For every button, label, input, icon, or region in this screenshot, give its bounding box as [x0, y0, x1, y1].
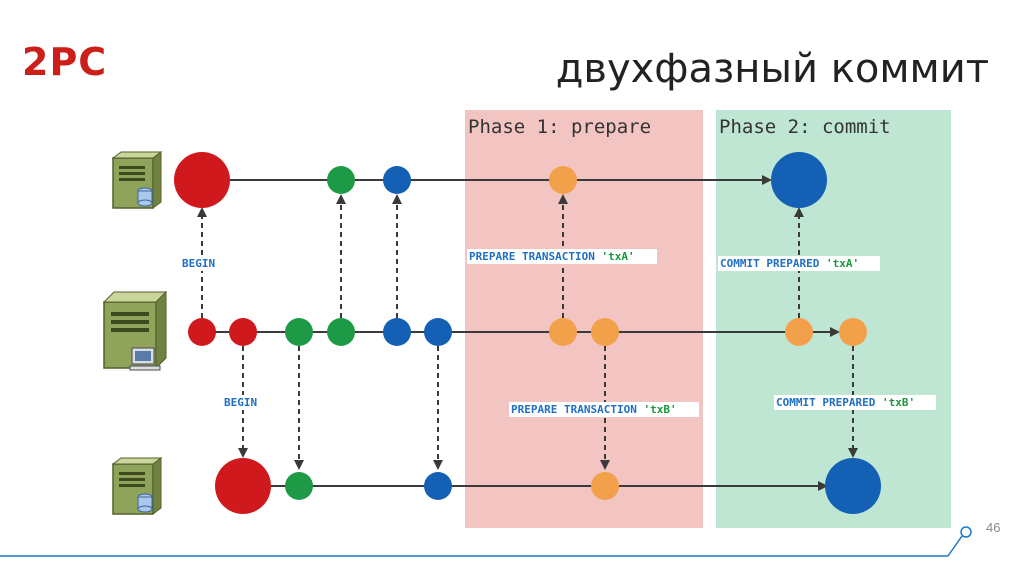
begin-label-top: BEGIN	[182, 257, 215, 270]
phase-commit-panel	[716, 110, 951, 528]
statement-node-top-1	[327, 166, 355, 194]
coordinator-node-prepare-2	[591, 318, 619, 346]
begin-node-top	[174, 152, 230, 208]
page-number: 46	[986, 520, 1001, 535]
coordinator-node-begin-1	[188, 318, 216, 346]
statement-node-bottom-1	[285, 472, 313, 500]
phase-commit-title: Phase 2: commit	[719, 116, 891, 138]
footer-circle-icon	[960, 526, 972, 538]
coordinator-node-stmt1-2	[327, 318, 355, 346]
coordinator-node-prepare-1	[549, 318, 577, 346]
coordinator-node-stmt2-1	[383, 318, 411, 346]
phase-prepare-title: Phase 1: prepare	[468, 116, 651, 138]
prepare-node-bottom	[591, 472, 619, 500]
slide-title: 2PC	[22, 40, 108, 84]
prepare-txa-label: PREPARE TRANSACTION 'txA'	[469, 250, 635, 263]
server-icon	[111, 457, 163, 515]
event-nodes	[174, 152, 881, 514]
begin-node-bottom	[215, 458, 271, 514]
statement-node-top-2	[383, 166, 411, 194]
footer-line	[0, 526, 972, 557]
server-icon	[111, 151, 163, 209]
commit-txa-label: COMMIT PREPARED 'txA'	[720, 257, 859, 270]
phase-prepare-panel	[465, 110, 703, 528]
coordinator-node-begin-2	[229, 318, 257, 346]
commit-node-bottom	[825, 458, 881, 514]
coordinator-node-stmt2-2	[424, 318, 452, 346]
prepare-node-top	[549, 166, 577, 194]
coordinator-node-stmt1-1	[285, 318, 313, 346]
begin-label-bottom: BEGIN	[224, 396, 257, 409]
workstation-icon	[102, 290, 168, 371]
commit-node-top	[771, 152, 827, 208]
coordinator-node-commit-1	[785, 318, 813, 346]
commit-txb-label: COMMIT PREPARED 'txB'	[776, 396, 915, 409]
slide-subtitle: двухфазный коммит	[555, 46, 989, 92]
prepare-txb-label: PREPARE TRANSACTION 'txB'	[511, 403, 677, 416]
statement-node-bottom-2	[424, 472, 452, 500]
coordinator-node-commit-2	[839, 318, 867, 346]
